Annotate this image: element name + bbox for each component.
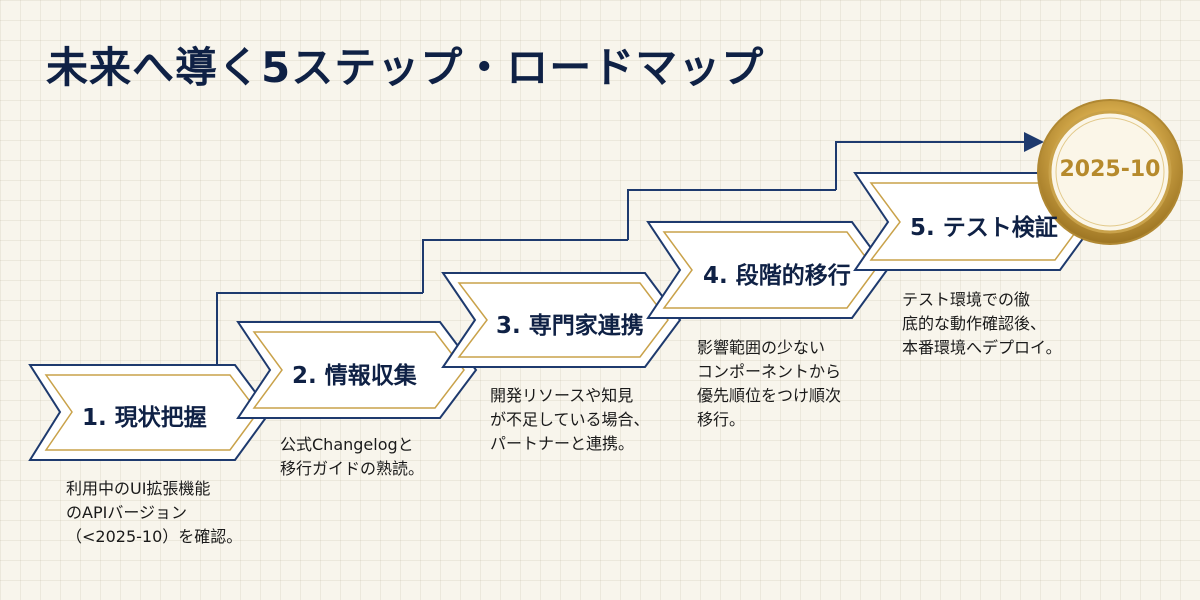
- page-title: 未来へ導く5ステップ・ロードマップ: [46, 43, 765, 92]
- step-4-description-line: 影響範囲の少ない: [697, 338, 826, 357]
- connector-line-4: [835, 132, 1044, 190]
- step-1-description-line: （<2025-10）を確認。: [66, 527, 243, 546]
- step-chevron-1: [28, 364, 272, 461]
- step-1-description: 利用中のUI拡張機能 のAPIバージョン （<2025-10）を確認。: [66, 477, 242, 549]
- step-4-label: 4. 段階的移行: [703, 263, 851, 289]
- step-2-description: 公式Changelogと 移行ガイドの熟読。: [280, 433, 424, 481]
- step-2-description-line: 公式Changelogと: [280, 435, 414, 454]
- step-3-label: 3. 専門家連携: [496, 313, 644, 339]
- step-1-description-line: 利用中のUI拡張機能: [66, 479, 211, 498]
- step-4-description: 影響範囲の少ない コンポーネントから 優先順位をつけ順次 移行。: [697, 336, 841, 432]
- connector-line-1: [216, 292, 423, 365]
- step-4-description-line: コンポーネントから: [697, 362, 842, 381]
- step-3-description-line: が不足している場合、: [490, 410, 650, 429]
- step-2-label: 2. 情報収集: [292, 363, 417, 389]
- step-2-description-line: 移行ガイドの熟読。: [280, 459, 425, 478]
- step-3-description: 開発リソースや知見 が不足している場合、 パートナーと連携。: [490, 384, 650, 456]
- step-3-description-line: パートナーと連携。: [490, 434, 635, 453]
- step-1-description-line: のAPIバージョン: [66, 503, 187, 522]
- step-5-label: 5. テスト検証: [910, 215, 1058, 241]
- step-chevron-2: [236, 321, 478, 419]
- step-4-description-line: 移行。: [697, 410, 746, 429]
- connector-line-2: [422, 239, 628, 293]
- step-5-description-line: テスト環境での徹: [902, 290, 1031, 309]
- step-5-description-line: 底的な動作確認後、: [902, 314, 1047, 333]
- step-4-description-line: 優先順位をつけ順次: [697, 386, 842, 405]
- milestone-badge-label: 2025-10: [1059, 157, 1161, 182]
- step-3-description-line: 開発リソースや知見: [490, 386, 634, 405]
- step-1-label: 1. 現状把握: [82, 405, 207, 431]
- step-5-description-line: 本番環境へデプロイ。: [902, 338, 1062, 357]
- step-chevron-3: [441, 272, 682, 368]
- step-chevron-4: [646, 221, 889, 319]
- connector-line-3: [627, 189, 836, 240]
- milestone-badge: [1037, 99, 1183, 245]
- step-5-description: テスト環境での徹 底的な動作確認後、 本番環境へデプロイ。: [902, 288, 1062, 360]
